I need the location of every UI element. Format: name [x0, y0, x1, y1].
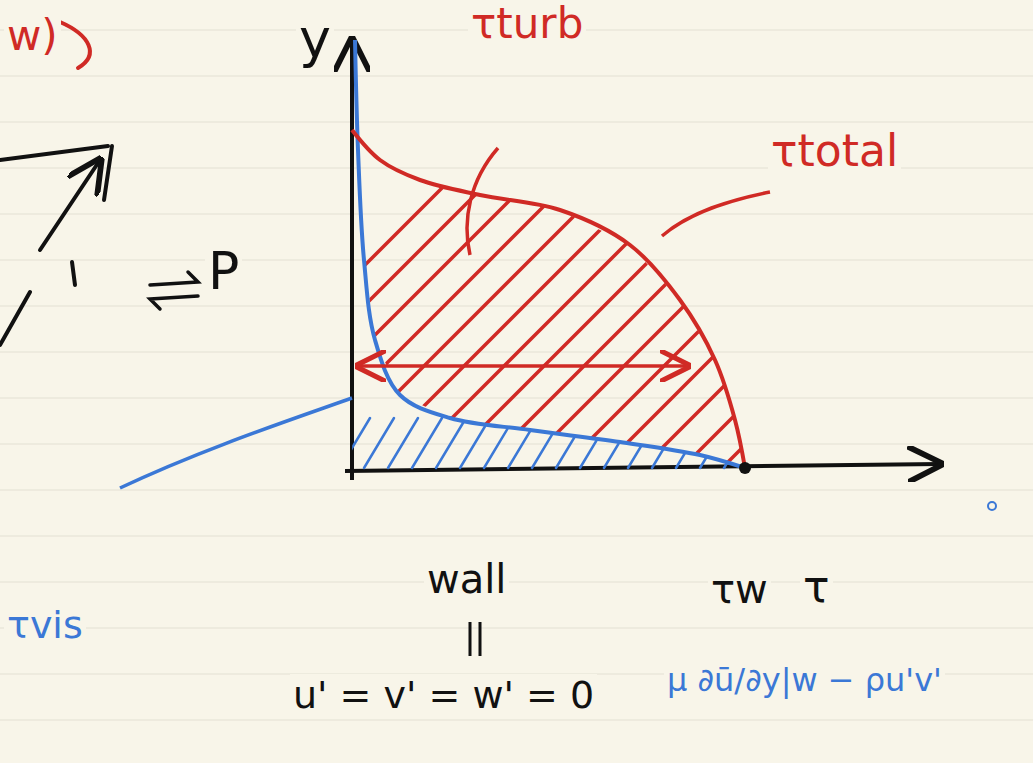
stress-label: τtotal [768, 126, 901, 177]
half-arrow [150, 296, 198, 309]
no-slip-condition: u' = v' = w' = 0 [290, 674, 597, 718]
partial-label: w) [4, 12, 61, 60]
hatch-stroke [270, 150, 600, 480]
stress-label: τturb [468, 0, 586, 48]
axis-label: τ [800, 562, 833, 613]
sketch-tick [72, 262, 75, 285]
ruled-line [0, 214, 1033, 215]
leader-line [467, 148, 498, 255]
hatch-stroke [750, 150, 1033, 480]
sketch-arrow [40, 160, 100, 250]
hatch-stroke [670, 150, 1000, 480]
leader-line [120, 398, 352, 488]
axis-label: y [296, 8, 334, 70]
ruled-paper [0, 30, 1033, 720]
hatch-stroke [630, 150, 960, 480]
hatch-stroke [748, 418, 778, 468]
ruled-line [0, 582, 1033, 583]
equals-sign [470, 622, 480, 656]
turbulent-hatch [150, 150, 1033, 480]
stress-curves [150, 40, 1033, 480]
wall-stress-label: τw [708, 566, 771, 612]
hatch-stroke [590, 150, 920, 480]
wall-label: wall [424, 556, 509, 602]
ruled-line [0, 260, 1033, 261]
viscous-hatch [340, 418, 778, 468]
wall-stress-formula: μ ∂ū/∂y|w − ρu'v' [664, 662, 945, 699]
hatch-stroke [580, 418, 610, 468]
tau-axis [345, 464, 940, 471]
partial-sketch [0, 22, 198, 345]
hatch-stroke [676, 418, 706, 468]
hatch-stroke [388, 418, 418, 468]
hatch-stroke [364, 418, 394, 468]
hatch-stroke [412, 418, 442, 468]
hatch-stroke [430, 150, 760, 480]
leader-line [662, 192, 770, 236]
hatch-stroke [790, 150, 1033, 480]
hatch-stroke [652, 418, 682, 468]
half-arrow [150, 272, 198, 285]
hatch-stroke [340, 418, 370, 468]
viscous-stress-curve [355, 40, 745, 468]
hatch-stroke [150, 150, 480, 480]
sketch-line [0, 292, 30, 345]
ruled-line [0, 720, 1033, 721]
ruled-line [0, 536, 1033, 537]
hatch-stroke [532, 418, 562, 468]
hatch-stroke [550, 150, 880, 480]
hatch-stroke [710, 150, 1033, 480]
y-axis [350, 40, 354, 480]
stress-label: τvis [4, 604, 86, 648]
hatch-stroke [390, 150, 720, 480]
sketch-line [0, 146, 108, 160]
sketch-line [104, 146, 112, 200]
ruled-line [0, 122, 1033, 123]
red-bracket [60, 22, 90, 68]
ruled-line [0, 444, 1033, 445]
ruled-line [0, 490, 1033, 491]
hatch-stroke [556, 418, 586, 468]
hatch-stroke [510, 150, 840, 480]
hatch-stroke [436, 418, 466, 468]
small-mark [988, 502, 996, 510]
total-stress-curve [352, 130, 745, 468]
wall-stress-dot [739, 462, 751, 474]
ruled-line [0, 76, 1033, 77]
pressure-label: P [205, 242, 242, 302]
hatch-stroke [508, 418, 538, 468]
ruled-line [0, 398, 1033, 399]
double-arrow [358, 364, 688, 368]
ruled-line [0, 628, 1033, 629]
